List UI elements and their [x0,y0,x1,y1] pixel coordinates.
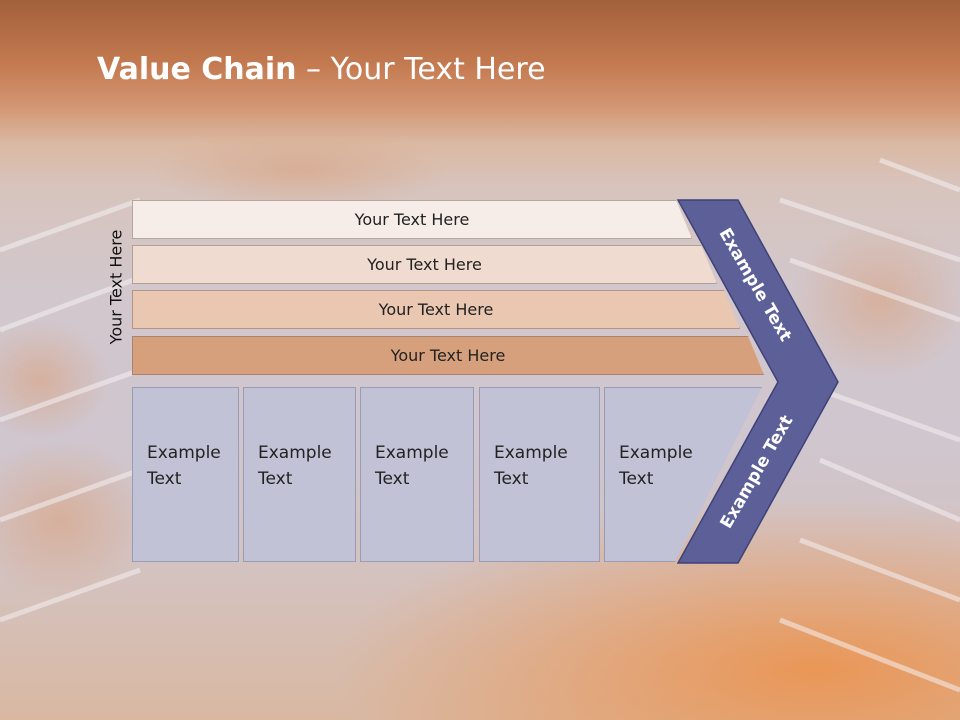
card-4-line2: Text [494,469,529,489]
page-title: Value Chain – Your Text Here [97,52,546,87]
card-2-line1: Example [258,443,332,463]
card-1: Example Text [132,387,239,562]
row-2: Your Text Here [132,245,717,284]
card-3: Example Text [360,387,474,562]
card-4: Example Text [479,387,600,562]
title-bold: Value Chain [97,52,297,87]
card-3-line2: Text [375,469,410,489]
card-1-line2: Text [147,469,182,489]
card-5-line1: Example [619,443,693,463]
row-4: Your Text Here [132,336,764,375]
card-4-line1: Example [494,443,568,463]
row-3: Your Text Here [132,290,740,329]
chevron-shape [676,199,839,564]
card-1-line1: Example [147,443,221,463]
card-2: Example Text [243,387,356,562]
title-rest: – Your Text Here [296,52,546,87]
card-5-line2: Text [619,469,654,489]
row-1: Your Text Here [132,200,692,239]
card-3-line1: Example [375,443,449,463]
card-2-line2: Text [258,469,293,489]
